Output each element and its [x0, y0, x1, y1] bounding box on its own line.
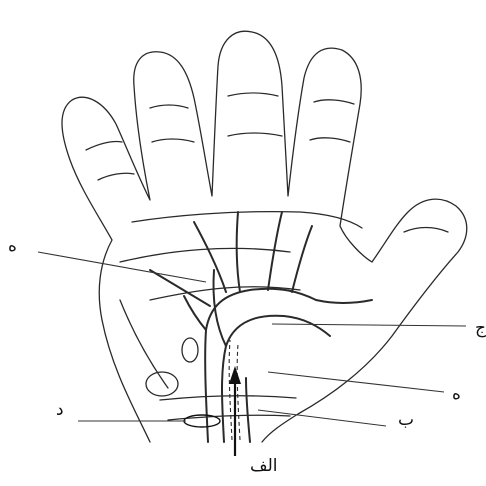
label-jim: ج	[475, 320, 486, 337]
leader-he-left	[38, 252, 206, 282]
leader-he-right	[268, 372, 444, 392]
leader-jim	[272, 324, 466, 326]
superficial-arch	[205, 289, 316, 442]
label-dal: د	[56, 402, 64, 419]
leader-be	[258, 410, 386, 426]
hand-outline	[62, 31, 467, 442]
label-he-left: ه	[8, 238, 17, 255]
label-be: ب	[398, 412, 414, 429]
label-alef: الف	[250, 458, 278, 475]
label-he-right: ه	[452, 386, 461, 403]
